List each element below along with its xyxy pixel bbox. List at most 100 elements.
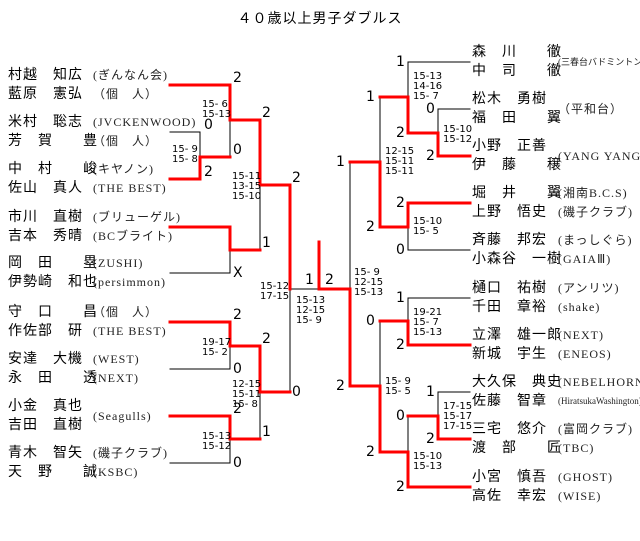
club-name: (まっしぐら): [558, 233, 633, 247]
match-score: 2: [396, 337, 405, 353]
match-score: 2: [396, 195, 405, 211]
game-scores: 15-13 15-12: [202, 431, 232, 452]
club-name: (三春台バドミントンクラブ): [558, 57, 640, 67]
club-name: (GHOST): [558, 470, 613, 484]
player-name: 大久保 典史: [472, 374, 562, 390]
match-score: 0: [366, 313, 375, 329]
player-name: 天 野 誠: [8, 464, 98, 480]
player-name: 守 口 昌: [8, 304, 98, 320]
club-name: (JVCKENWOOD): [93, 115, 197, 129]
club-name: (HiratsukaWashington): [558, 396, 640, 406]
club-name: （個 人）: [93, 305, 159, 319]
club-name: (ENEOS): [558, 347, 612, 361]
player-name: 安達 大機: [8, 351, 83, 367]
club-name: (富岡クラブ): [558, 422, 633, 436]
player-name: 三宅 悠介: [472, 421, 547, 437]
club-name: (WISE): [558, 489, 602, 503]
match-score: 2: [366, 444, 375, 460]
club-name: (ぎんなん会): [93, 68, 168, 82]
club-name: （個 人）: [93, 87, 159, 101]
player-name: 渡 部 匠: [472, 440, 562, 456]
match-score: 1: [262, 424, 271, 440]
match-score: 2: [426, 148, 435, 164]
match-score: 2: [262, 331, 271, 347]
match-score: 0: [396, 242, 405, 258]
match-score: 2: [336, 378, 345, 394]
club-name: (GAIAⅢ): [558, 252, 612, 266]
game-scores: 17-15 15-17 17-15: [443, 401, 473, 432]
player-name: 森 川 徹: [472, 44, 562, 60]
match-score: 1: [336, 154, 345, 170]
club-name: （平和台）: [558, 102, 624, 116]
match-score: 0: [233, 361, 242, 377]
player-name: 高佐 幸宏: [472, 488, 547, 504]
club-name: (NEBELHORN): [558, 375, 640, 389]
game-scores: 19-21 15- 7 15-13: [413, 307, 443, 338]
player-name: 市川 直樹: [8, 209, 83, 225]
match-score: 1: [366, 89, 375, 105]
match-score: 2: [233, 307, 242, 323]
match-score: 1: [396, 54, 405, 70]
club-name: (WEST): [93, 352, 140, 366]
player-name: 吉田 直樹: [8, 417, 83, 433]
game-scores: 12-15 15-11 15- 8: [232, 379, 262, 410]
game-scores: 15-13 14-16 15- 7: [413, 71, 443, 102]
player-name: 千田 章裕: [472, 299, 547, 315]
player-name: 小森谷 一樹: [472, 251, 562, 267]
game-scores: 15-12 17-15: [260, 281, 290, 302]
player-name: 吉本 秀晴: [8, 228, 83, 244]
game-scores: 15- 9 12-15 15-13: [354, 267, 384, 298]
match-score: 0: [396, 408, 405, 424]
player-name: 堀 井 翼: [472, 185, 562, 201]
club-name: (BCブライト): [93, 229, 174, 243]
player-name: 芳 賀 豊: [8, 133, 98, 149]
game-scores: 12-15 15-11 15-11: [385, 146, 415, 177]
player-name: 新城 宇生: [472, 346, 547, 362]
player-name: 佐藤 智章: [472, 393, 547, 409]
club-name: (湘南B.C.S): [558, 186, 628, 200]
club-name: (ZUSHI): [93, 256, 144, 270]
club-name: (磯子クラブ): [93, 446, 168, 460]
game-scores: 15- 9 15- 8: [172, 144, 198, 165]
match-score: 2: [292, 170, 301, 186]
club-name: (KSBC): [93, 465, 139, 479]
match-score: 2: [426, 431, 435, 447]
player-name: 佐山 真人: [8, 180, 83, 196]
match-score: 0: [233, 455, 242, 471]
player-name: 米村 聡志: [8, 114, 83, 130]
player-name: 樋口 祐樹: [472, 280, 547, 296]
match-score: 0: [233, 142, 242, 158]
player-name: 小宮 慎吾: [472, 469, 547, 485]
player-name: 岡 田 塁: [8, 255, 98, 271]
club-name: (YANG YANG): [558, 149, 640, 163]
game-scores: 15- 9 15- 5: [385, 376, 411, 397]
match-score: 2: [396, 125, 405, 141]
match-score: 0: [292, 384, 301, 400]
club-name: （個 人）: [93, 134, 159, 148]
game-scores: 15-10 15- 5: [413, 216, 443, 237]
club-name: (アンリツ): [558, 281, 620, 295]
match-score: 2: [262, 105, 271, 121]
match-score: 2: [233, 401, 242, 417]
match-score: 1: [426, 384, 435, 400]
match-score: 2: [204, 164, 213, 180]
club-name: (NEXT): [558, 328, 604, 342]
player-name: 伊 藤 穣: [472, 157, 562, 173]
match-score: 2: [396, 479, 405, 495]
club-name: (persimmon): [93, 275, 166, 289]
club-name: (磯子クラブ): [558, 205, 633, 219]
game-scores: 15-13 12-15 15- 9: [296, 295, 326, 326]
player-name: 松木 勇樹: [472, 91, 547, 107]
game-scores: 19-17 15- 2: [202, 337, 232, 358]
match-score: 1: [396, 290, 405, 306]
game-scores: 15- 6 15-13: [202, 99, 232, 120]
match-score: 2: [325, 272, 334, 288]
club-name: (THE BEST): [93, 324, 167, 338]
page-title: ４０歳以上男子ダブルス: [237, 11, 403, 27]
match-score: 2: [233, 70, 242, 86]
match-score: 2: [366, 219, 375, 235]
club-name: (TBC): [558, 441, 595, 455]
player-name: 永 田 透: [8, 370, 98, 386]
player-name: 伊勢崎 和也: [8, 274, 98, 290]
player-name: 青木 智矢: [8, 445, 83, 461]
